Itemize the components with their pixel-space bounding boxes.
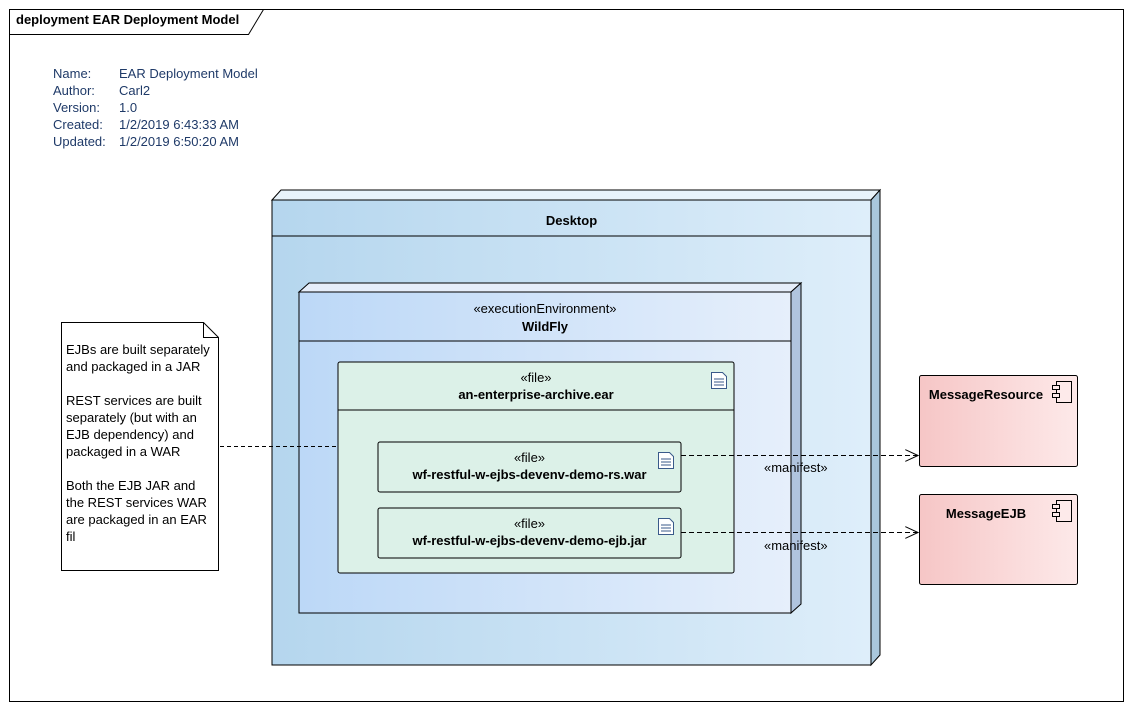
ear-document-icon [711, 372, 727, 389]
diagram-title: deployment EAR Deployment Model [16, 12, 240, 27]
metadata-row: Updated: 1/2/2019 6:50:20 AM [53, 133, 258, 150]
component-icon [1052, 381, 1072, 403]
message-resource-component[interactable] [919, 375, 1078, 467]
metadata-key: Updated: [53, 134, 106, 149]
manifest-label-war: «manifest» [764, 460, 828, 475]
ear-stereotype: «file» [520, 370, 552, 385]
war-file[interactable] [377, 441, 682, 493]
metadata-key: Version: [53, 100, 100, 115]
metadata-value: 1.0 [119, 100, 138, 115]
ear-label: an-enterprise-archive.ear [458, 387, 614, 402]
message-resource-label: MessageResource [928, 387, 1044, 402]
note-paragraph: Both the EJB JAR and the REST services W… [66, 478, 207, 544]
message-ejb-component[interactable] [919, 494, 1078, 585]
note-text: EJBs are built separately and packaged i… [66, 341, 216, 562]
jar-document-icon [658, 518, 674, 535]
wildfly-stereotype: «executionEnvironment» [473, 301, 617, 316]
desktop-label: Desktop [545, 213, 598, 228]
manifest-label-jar: «manifest» [764, 538, 828, 553]
metadata-row: Name: EAR Deployment Model [53, 65, 258, 82]
wildfly-label: WildFly [521, 319, 569, 334]
metadata-value: EAR Deployment Model [119, 66, 258, 81]
component-icon [1052, 500, 1072, 522]
war-stereotype: «file» [513, 450, 546, 465]
message-ejb-label: MessageEJB [945, 506, 1027, 521]
frame-tab [9, 9, 264, 35]
note-paragraph: REST services are built separately (but … [66, 393, 202, 459]
metadata-row: Author: Carl2 [53, 82, 258, 99]
metadata-key: Name: [53, 66, 92, 81]
metadata-key: Created: [53, 117, 103, 132]
metadata-value: 1/2/2019 6:50:20 AM [119, 134, 239, 149]
metadata-block: Name: EAR Deployment Model Author: Carl2… [53, 65, 258, 150]
metadata-row: Created: 1/2/2019 6:43:33 AM [53, 116, 258, 133]
metadata-key: Author: [53, 83, 95, 98]
metadata-value: Carl2 [119, 83, 151, 98]
metadata-value: 1/2/2019 6:43:33 AM [119, 117, 239, 132]
note-paragraph: EJBs are built separately and packaged i… [66, 342, 210, 374]
note[interactable] [61, 322, 219, 571]
war-label: wf-restful-w-ejbs-devenv-demo-rs.war [412, 467, 647, 482]
war-document-icon [658, 452, 674, 469]
jar-stereotype: «file» [513, 516, 546, 531]
jar-label: wf-restful-w-ejbs-devenv-demo-ejb.jar [412, 533, 647, 548]
metadata-row: Version: 1.0 [53, 99, 258, 116]
